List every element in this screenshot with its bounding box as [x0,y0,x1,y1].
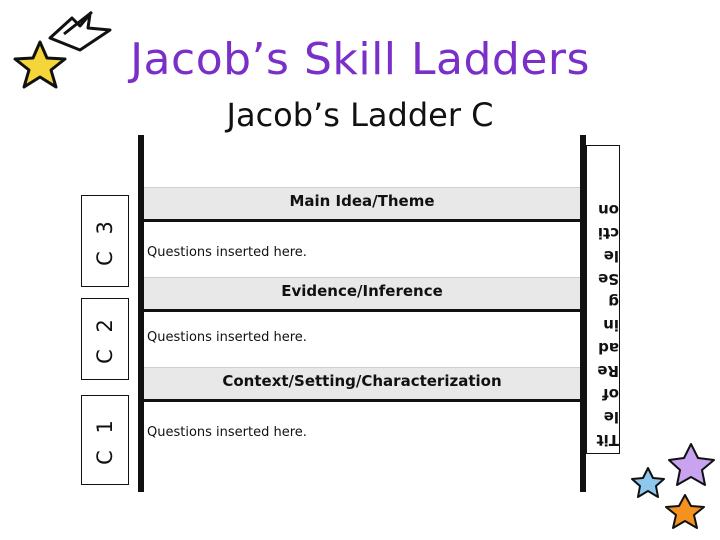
side-text-line: ad [598,339,619,357]
level-label-c1: C 1 [93,415,117,465]
stars-decoration-icon [631,443,715,529]
orange-star-icon [665,494,705,529]
page-title: Jacob’s Skill Ladders [130,34,590,85]
ladder-rung-c1 [144,367,580,402]
rung-label-c3: Main Idea/Theme [289,192,435,210]
ladder-rung-c2 [144,277,580,312]
level-box-c2: C 2 [81,298,129,380]
side-text-line: on [598,201,619,219]
side-text-line: cti [597,224,619,242]
ladder-rung-c3 [144,187,580,222]
ladder-right-rail [580,135,586,492]
side-text-line: g [608,293,619,311]
side-text-line: in [603,316,619,334]
ladder-subtitle: Jacob’s Ladder C [226,96,494,134]
rung-label-c1: Context/Setting/Characterization [222,372,502,390]
rung-label-c2: Evidence/Inference [281,282,443,300]
side-text-line: le [603,408,619,426]
level-label-c3: C 3 [93,216,117,266]
question-c3: Questions inserted here. [147,245,307,260]
purple-star-icon [668,443,715,486]
side-text-line: Se [598,270,619,288]
reading-selection-title: Tit le of Re ad in g Se le cti on [593,198,619,451]
level-label-c2: C 2 [93,314,117,364]
shooting-star-icon [13,10,112,89]
side-text-line: of [602,385,619,403]
question-c2: Questions inserted here. [147,330,307,345]
side-text-line: Re [597,362,619,380]
level-box-c1: C 1 [81,395,129,485]
question-c1: Questions inserted here. [147,425,307,440]
reading-selection-title-box: Tit le of Re ad in g Se le cti on [586,145,620,454]
blue-star-icon [631,467,665,498]
level-box-c3: C 3 [81,195,129,287]
side-text-line: le [603,247,619,265]
side-text-line: Tit [596,431,619,449]
ladder-left-rail [138,135,144,492]
